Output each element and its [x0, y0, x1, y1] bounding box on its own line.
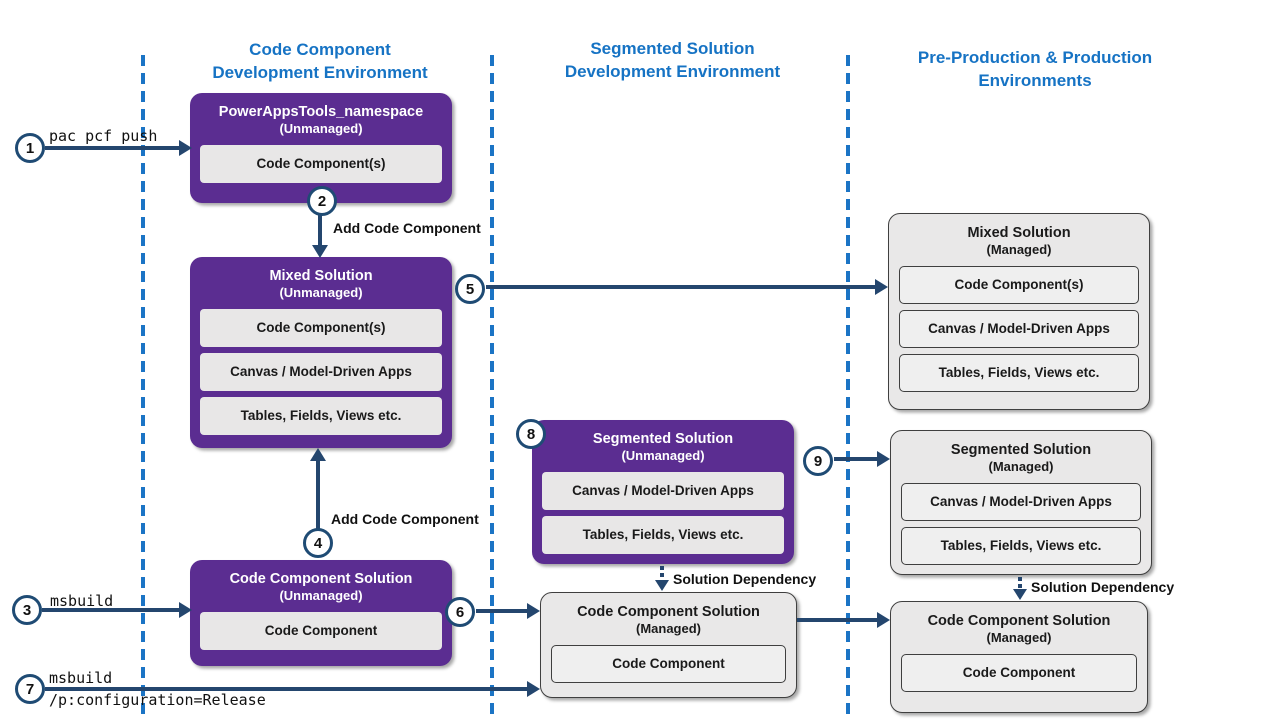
solution-item: Code Component(s)	[200, 309, 442, 347]
dotted-arrow-solution-dependency-2	[1018, 577, 1022, 590]
arrow-export-mixed-solution	[486, 285, 876, 289]
solution-item: Canvas / Model-Driven Apps	[901, 483, 1141, 521]
arrowhead	[310, 448, 326, 461]
step-circle-9: 9	[803, 446, 833, 476]
step-circle-8: 8	[516, 419, 546, 449]
solution-item: Tables, Fields, Views etc.	[899, 354, 1139, 392]
code-component-solution-managed-right-box: Code Component Solution (Managed) Code C…	[890, 601, 1148, 713]
step-circle-2: 2	[307, 186, 337, 216]
arrowhead	[877, 612, 890, 628]
code-component-solution-managed-mid-box: Code Component Solution (Managed) Code C…	[540, 592, 797, 698]
solution-title: Code Component Solution	[577, 604, 760, 620]
dotted-arrow-solution-dependency-1	[660, 566, 664, 581]
solution-item: Tables, Fields, Views etc.	[200, 397, 442, 435]
header-line2: Development Environment	[564, 62, 781, 81]
solution-title: Mixed Solution	[967, 225, 1071, 241]
solution-subtitle: (Managed)	[986, 242, 1052, 257]
solution-subtitle: (Managed)	[988, 459, 1054, 474]
header-line2: Environments	[978, 71, 1092, 90]
solution-item: Tables, Fields, Views etc.	[542, 516, 784, 554]
dashed-separator-3	[846, 55, 850, 720]
msbuild-label: msbuild	[50, 592, 114, 610]
solution-item: Code Component	[551, 645, 786, 683]
step-circle-1: 1	[15, 133, 45, 163]
solution-title: Mixed Solution	[269, 268, 373, 284]
step-circle-7: 7	[15, 674, 45, 704]
solution-subtitle: (Unmanaged)	[279, 121, 363, 136]
arrow-deploy-code-component-solution	[797, 618, 878, 622]
header-preprod-prod-env: Pre-Production & Production Environments	[870, 46, 1200, 92]
add-code-component-label-2: Add Code Component	[331, 511, 479, 527]
pac-pcf-push-label: pac pcf push	[49, 127, 158, 145]
arrow-add-code-component-2	[316, 460, 320, 529]
arrow-msbuild-release	[45, 687, 528, 691]
solution-subtitle: (Managed)	[636, 621, 701, 636]
segmented-solution-unmanaged-box: Segmented Solution (Unmanaged) Canvas / …	[532, 420, 794, 564]
dashed-separator-1	[141, 55, 145, 720]
solution-subtitle: (Unmanaged)	[279, 285, 363, 300]
msbuild-release-label-line1: msbuild	[49, 669, 113, 687]
msbuild-release-label-line2: /p:configuration=Release	[49, 691, 266, 709]
solution-title: PowerAppsTools_namespace	[218, 104, 424, 120]
arrowhead	[179, 140, 192, 156]
solution-subtitle: (Unmanaged)	[621, 448, 705, 463]
arrowhead	[655, 580, 669, 591]
segmented-solution-managed-box: Segmented Solution (Managed) Canvas / Mo…	[890, 430, 1152, 575]
solution-subtitle: (Managed)	[986, 630, 1052, 645]
header-code-component-dev-env: Code Component Development Environment	[150, 38, 490, 84]
arrowhead	[877, 451, 890, 467]
arrow-msbuild	[42, 608, 179, 612]
solution-subtitle: (Unmanaged)	[279, 588, 363, 603]
solution-item: Canvas / Model-Driven Apps	[200, 353, 442, 391]
arrowhead	[527, 681, 540, 697]
arrow-export-code-component-solution	[476, 609, 528, 613]
arrowhead	[1013, 589, 1027, 600]
mixed-solution-unmanaged-box: Mixed Solution (Unmanaged) Code Componen…	[190, 257, 452, 448]
solution-title: Code Component Solution	[927, 613, 1111, 629]
step-circle-6: 6	[445, 597, 475, 627]
arrow-export-segmented-solution	[834, 457, 878, 461]
add-code-component-label-1: Add Code Component	[333, 220, 481, 236]
header-segmented-solution-dev-env: Segmented Solution Development Environme…	[505, 37, 840, 83]
arrow-add-code-component-1	[318, 214, 322, 247]
code-component-solution-unmanaged-box: Code Component Solution (Unmanaged) Code…	[190, 560, 452, 666]
arrowhead	[875, 279, 888, 295]
step-circle-4: 4	[303, 528, 333, 558]
solution-item: Tables, Fields, Views etc.	[901, 527, 1141, 565]
solution-item: Canvas / Model-Driven Apps	[899, 310, 1139, 348]
header-line1: Pre-Production & Production	[917, 48, 1153, 67]
solution-title: Segmented Solution	[950, 442, 1092, 458]
step-circle-3: 3	[12, 595, 42, 625]
solution-dependency-label-2: Solution Dependency	[1031, 579, 1175, 595]
solution-item: Canvas / Model-Driven Apps	[542, 472, 784, 510]
header-line1: Code Component	[249, 40, 391, 59]
header-line1: Segmented Solution	[590, 39, 755, 58]
arrow-pac-pcf-push	[45, 146, 181, 150]
powerapps-tools-namespace-box: PowerAppsTools_namespace (Unmanaged) Cod…	[190, 93, 452, 203]
solution-item: Code Component(s)	[200, 145, 442, 183]
mixed-solution-managed-box: Mixed Solution (Managed) Code Component(…	[888, 213, 1150, 410]
arrowhead	[179, 602, 192, 618]
solution-item: Code Component	[200, 612, 442, 650]
solution-dependency-label-1: Solution Dependency	[673, 571, 817, 587]
arrowhead	[312, 245, 328, 258]
solution-title: Segmented Solution	[592, 431, 734, 447]
header-line2: Development Environment	[212, 63, 428, 82]
solution-title: Code Component Solution	[229, 571, 413, 587]
solution-item: Code Component(s)	[899, 266, 1139, 304]
dashed-separator-2	[490, 55, 494, 720]
arrowhead	[527, 603, 540, 619]
step-circle-5: 5	[455, 274, 485, 304]
solution-item: Code Component	[901, 654, 1137, 692]
